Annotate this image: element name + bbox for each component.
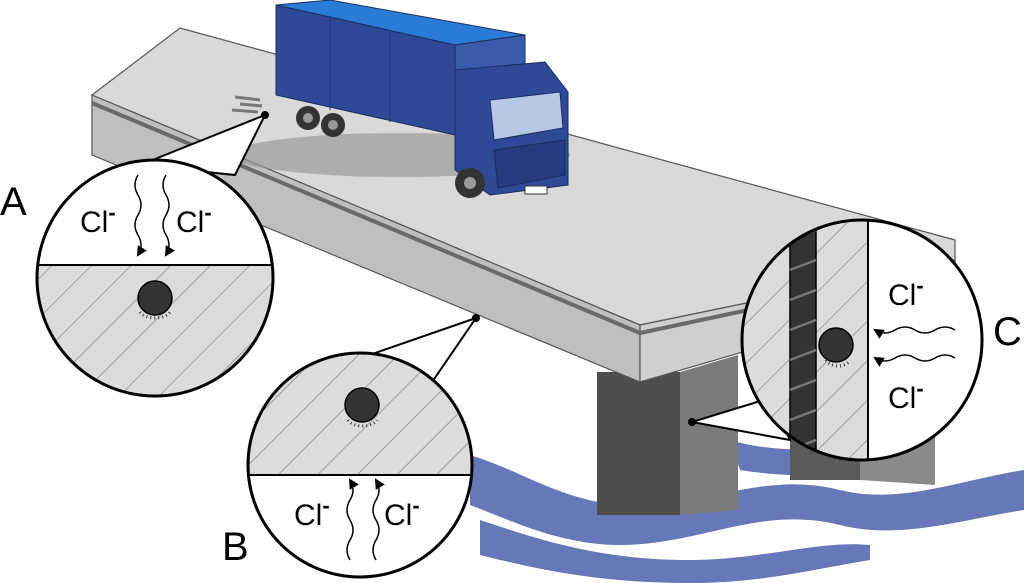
panel-label-c: C	[993, 310, 1022, 354]
chloride-label: Cl-	[176, 200, 212, 239]
water	[470, 440, 1024, 583]
chloride-label: Cl-	[888, 376, 924, 415]
diffusion-arrow	[372, 478, 385, 561]
diffusion-arrow	[346, 478, 359, 561]
chloride-label: Cl-	[888, 273, 924, 312]
inset-a: Cl- Cl-	[35, 158, 275, 398]
chloride-label: Cl-	[80, 200, 116, 239]
rebar-icon	[344, 387, 380, 423]
rebar-icon	[789, 220, 817, 460]
inset-b: Cl- Cl-	[246, 351, 474, 579]
chloride-label: Cl-	[384, 493, 420, 532]
chloride-label: Cl-	[294, 493, 330, 532]
rebar-icon	[137, 280, 173, 316]
diffusion-arrow	[873, 326, 956, 339]
rebar-icon	[818, 327, 854, 363]
diffusion-arrow	[873, 354, 956, 367]
truck-icon	[230, 0, 570, 198]
diffusion-arrow	[162, 174, 175, 257]
panel-label-a: A	[0, 180, 27, 224]
pier-front	[597, 355, 738, 515]
diffusion-arrow	[134, 174, 147, 257]
panel-label-b: B	[222, 525, 249, 569]
